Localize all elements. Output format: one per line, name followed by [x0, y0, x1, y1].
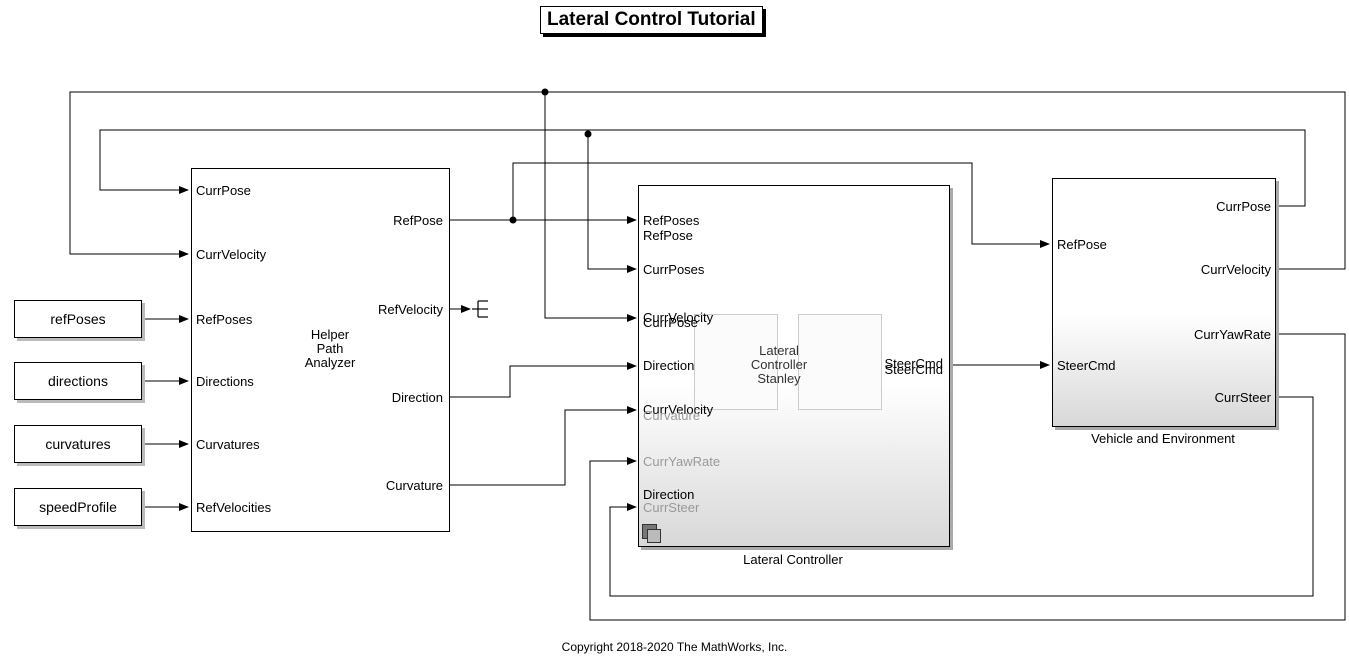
lateral-in-direction: Direction [643, 358, 695, 373]
terminator-icon [472, 300, 488, 318]
helper-in-refvelocities: RefVelocities [196, 500, 272, 515]
vehicle-out-currpose: CurrPose [1216, 199, 1271, 214]
lateral-in-currposes: CurrPoses [643, 262, 705, 277]
lateral-in-curryawrate: CurrYawRate [643, 454, 721, 469]
lateral-inner-label: Lateral Controller Stanley [724, 344, 834, 386]
const-label: refPoses [50, 311, 106, 327]
lateral-out-steercmd: SteerCmd [884, 356, 943, 371]
junction-dot [509, 216, 517, 224]
wire-currvelocity-feedback [69, 91, 1346, 270]
helper-path-analyzer-block[interactable] [191, 168, 450, 532]
vehicle-environment-block[interactable] [1052, 178, 1276, 427]
lateral-controller-block[interactable] [638, 185, 950, 547]
lateral-out-steercmd-overlay: SteerCmd [884, 362, 943, 377]
lateral-inner-name: Lateral Controller Stanley [750, 343, 808, 386]
wire-curvature [449, 406, 637, 486]
wire-currsteer-feedback [609, 396, 1314, 597]
junction-dot [584, 130, 592, 138]
wire-currpose-feedback [99, 129, 1306, 207]
const-refposes[interactable]: refPoses [14, 300, 142, 338]
wire-yawrate-feedback [589, 333, 1346, 621]
lateral-overlay-direction: Direction [643, 487, 695, 502]
subsystem-badge-icon [642, 524, 661, 543]
lateral-in-refposes: RefPoses [643, 213, 700, 228]
helper-out-refvelocity: RefVelocity [377, 302, 443, 317]
junction-dot [541, 88, 549, 96]
lateral-inner-demux [694, 314, 778, 410]
lateral-overlay-currpose: CurrPose [643, 315, 698, 330]
const-directions[interactable]: directions [14, 362, 142, 400]
vehicle-out-currsteer: CurrSteer [1214, 390, 1271, 405]
helper-in-currvelocity: CurrVelocity [196, 247, 267, 262]
copyright-notice: Copyright 2018-2020 The MathWorks, Inc. [561, 640, 788, 654]
helper-block-label: Helper Path Analyzer [290, 328, 370, 370]
helper-out-refpose: RefPose [393, 213, 443, 228]
const-label: curvatures [45, 436, 111, 452]
helper-in-curvatures: Curvatures [196, 437, 260, 452]
lateral-in-currvelocity-2: CurrVelocity [643, 402, 714, 417]
helper-in-refposes: RefPoses [196, 312, 253, 327]
lateral-in-currsteer: CurrSteer [643, 500, 700, 515]
page-title: Lateral Control Tutorial [540, 6, 763, 34]
wire-direction [449, 362, 637, 398]
vehicle-out-curryawrate: CurrYawRate [1193, 327, 1271, 342]
helper-in-directions: Directions [196, 374, 254, 389]
lateral-inner-stanley [798, 314, 882, 410]
const-label: speedProfile [39, 499, 117, 515]
vehicle-environment-caption: Vehicle and Environment [1091, 431, 1235, 446]
lateral-in-currvelocity: CurrVelocity [643, 310, 714, 325]
lateral-overlay-refpose: RefPose [643, 228, 693, 243]
helper-in-currpose: CurrPose [196, 183, 251, 198]
lateral-overlay-curvature: Curvature [643, 408, 701, 423]
const-speedprofile[interactable]: speedProfile [14, 488, 142, 526]
vehicle-in-refpose: RefPose [1057, 237, 1107, 252]
lateral-controller-caption: Lateral Controller [743, 552, 843, 567]
helper-name: Helper Path Analyzer [304, 327, 356, 370]
const-label: directions [48, 373, 108, 389]
helper-out-curvature: Curvature [385, 478, 443, 493]
vehicle-out-currvelocity: CurrVelocity [1200, 262, 1271, 277]
vehicle-in-steercmd: SteerCmd [1057, 358, 1116, 373]
helper-out-direction: Direction [391, 390, 443, 405]
const-curvatures[interactable]: curvatures [14, 425, 142, 463]
